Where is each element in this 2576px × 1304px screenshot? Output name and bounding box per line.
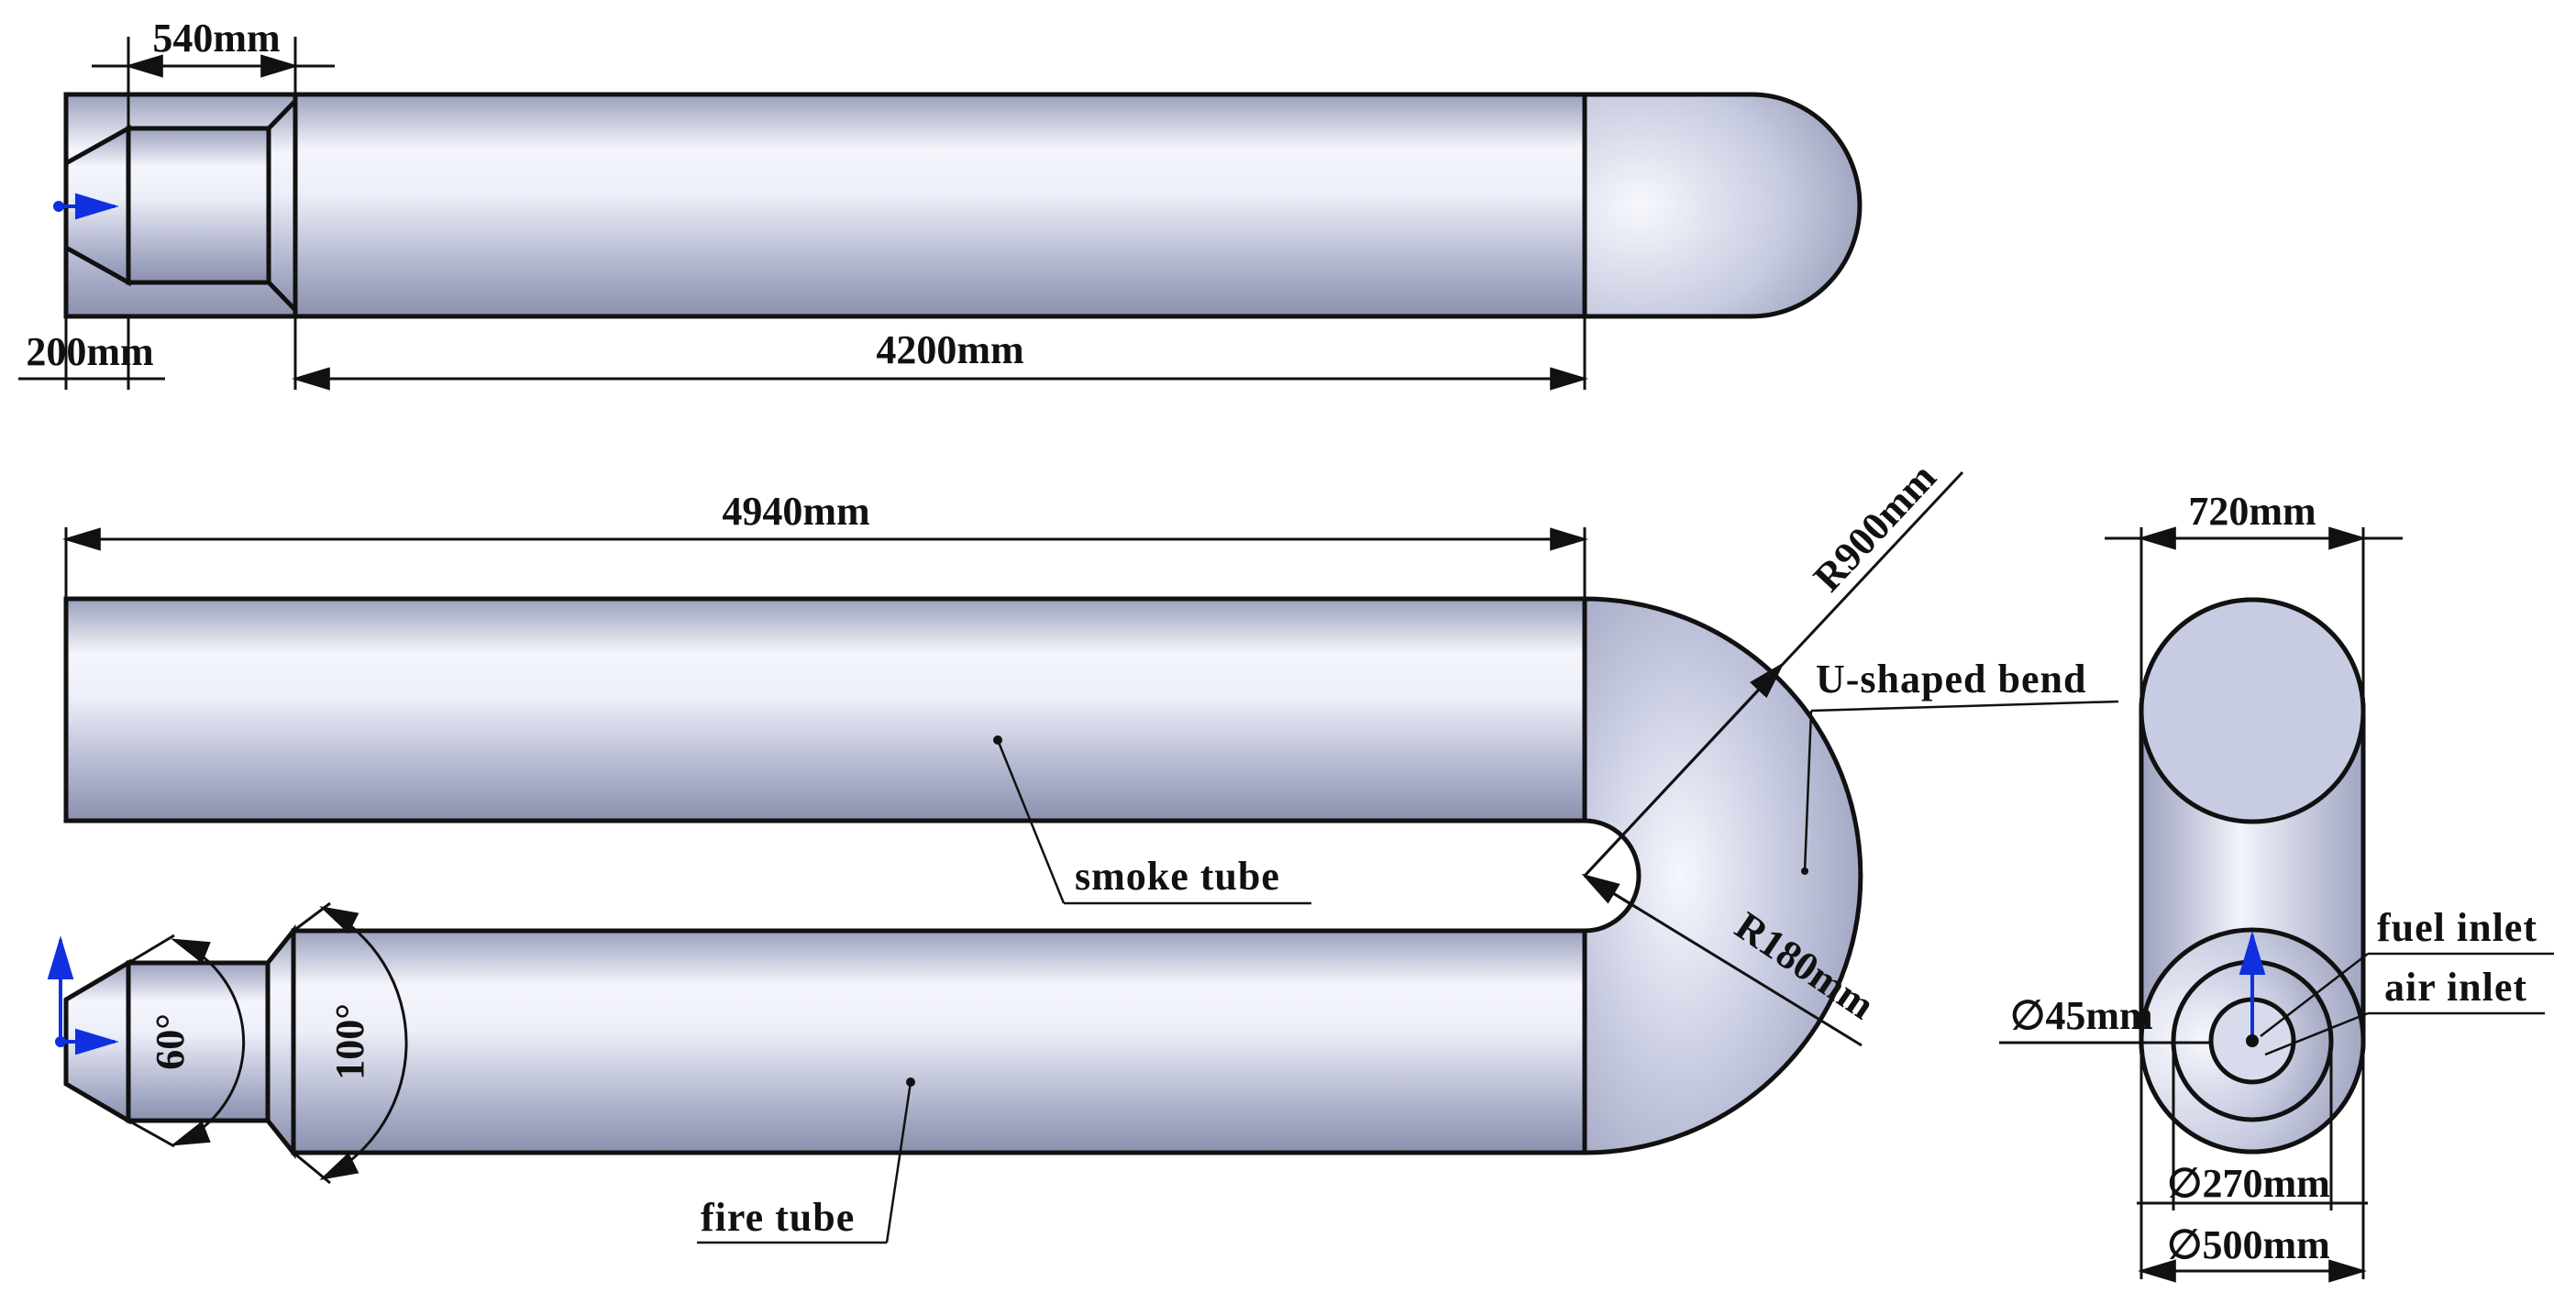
side-top-circle (2139, 597, 2366, 824)
top-end-cap (1582, 92, 1863, 319)
top-view: 540mm 200mm 4200mm (18, 16, 1863, 391)
label-fuel-inlet: fuel inlet (2377, 905, 2537, 950)
label-fire-tube: fire tube (701, 1195, 855, 1240)
dim-phi45: ∅45mm (2010, 993, 2153, 1038)
dim-phi270: ∅270mm (2167, 1161, 2330, 1206)
side-view: 720mm ∅45mm ∅270mm ∅500mm fuel inlet air… (1999, 489, 2554, 1283)
label-air-inlet: air inlet (2384, 965, 2527, 1010)
smoke-tube (63, 596, 1587, 823)
dim-phi500: ∅500mm (2167, 1222, 2330, 1267)
front-view: 60° 100° 4940mm R900mm R180mm U-shaped b… (47, 455, 2119, 1244)
dim-r900: R900mm (1805, 455, 1945, 601)
dim-200: 200mm (26, 329, 153, 374)
fire-tube (291, 928, 1587, 1155)
origin-axis-triad-icon (2239, 931, 2266, 1047)
dim-540: 540mm (152, 16, 280, 61)
dim-4200: 4200mm (876, 327, 1023, 372)
dim-720: 720mm (2188, 489, 2316, 534)
origin-axis-triad-icon (53, 193, 119, 220)
origin-axis-triad-icon (47, 935, 119, 1055)
label-u-shaped-bend: U-shaped bend (1816, 657, 2086, 702)
angle-100: 100° (327, 1003, 372, 1080)
dim-4940: 4940mm (722, 489, 869, 534)
angle-60: 60° (148, 1013, 193, 1070)
top-main-tube (293, 92, 1587, 319)
label-smoke-tube: smoke tube (1075, 854, 1280, 899)
